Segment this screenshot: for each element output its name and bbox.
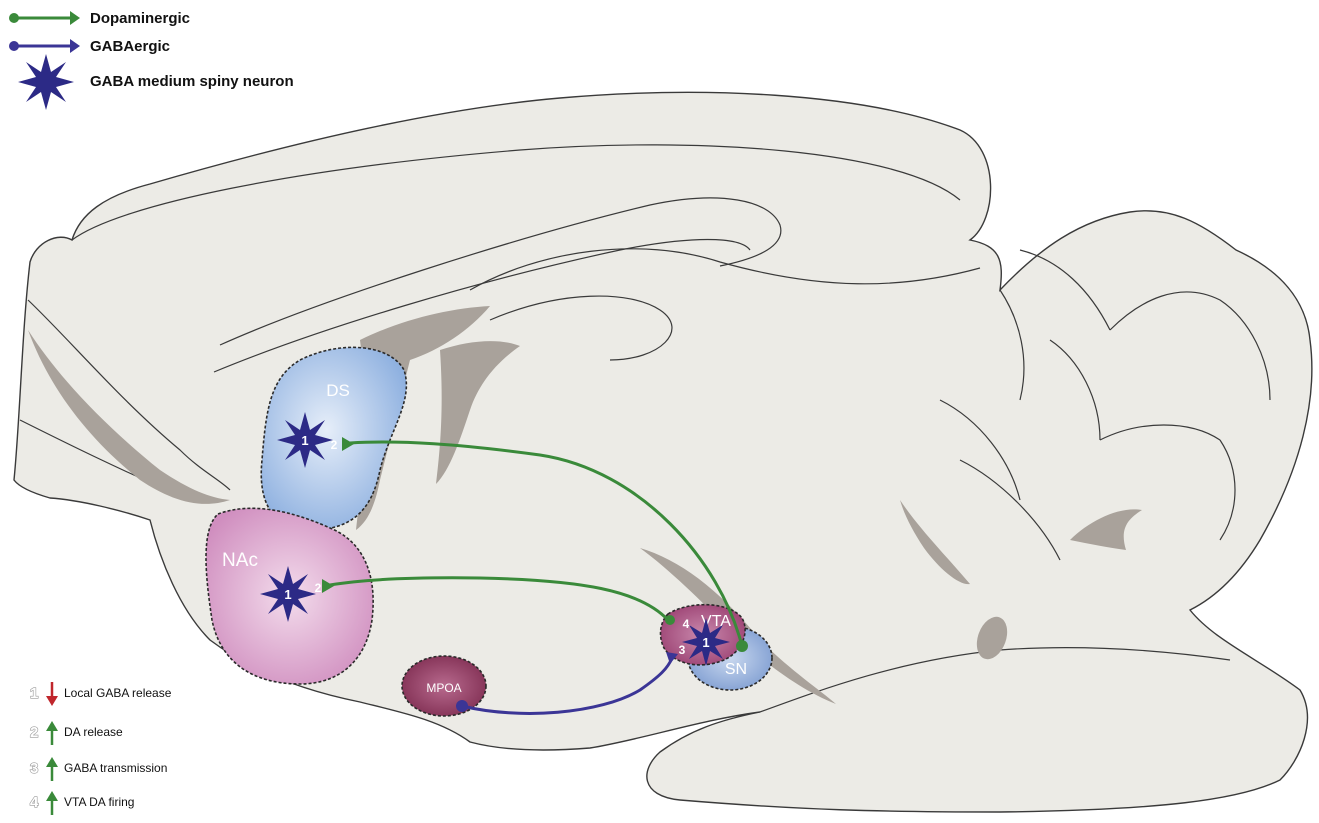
dopaminergic-soma-icon	[9, 13, 19, 23]
ds-site-2: 2	[331, 438, 338, 452]
key-num-4: 4	[30, 794, 39, 811]
legend-msn: GABA medium spiny neuron	[18, 54, 294, 110]
key-num-1: 1	[30, 685, 38, 702]
key-item-2: 2 DA release	[30, 721, 123, 745]
vta-site-1: 1	[702, 635, 709, 650]
nac-label: NAc	[222, 550, 258, 571]
dopaminergic-terminal-icon	[70, 11, 80, 25]
gabaergic-soma-icon	[9, 41, 19, 51]
key-num-3: 3	[30, 760, 38, 777]
key-text-1: Local GABA release	[64, 686, 172, 700]
gabaergic-terminal-icon	[70, 39, 80, 53]
nac-site-2: 2	[315, 581, 322, 595]
legend-dopaminergic-label: Dopaminergic	[90, 10, 190, 27]
nac-site-1: 1	[284, 587, 291, 602]
vta-dopamine-soma	[665, 615, 675, 625]
vta-site-3: 3	[679, 643, 686, 657]
mpoa-label: MPOA	[426, 681, 461, 695]
sn-dopamine-soma	[736, 640, 748, 652]
key-text-2: DA release	[64, 725, 123, 739]
down-arrow-icon	[46, 682, 58, 706]
ds-msn-star: 1	[277, 412, 333, 468]
legend-gabaergic-label: GABAergic	[90, 38, 170, 55]
legend: Dopaminergic GABAergic GABA medium spiny…	[9, 10, 294, 110]
legend-gabaergic: GABAergic	[9, 38, 170, 55]
mpoa-gaba-soma	[456, 700, 468, 712]
key-item-3: 3 GABA transmission	[30, 757, 167, 781]
vta-site-4: 4	[683, 617, 690, 631]
key-num-2: 2	[30, 724, 38, 741]
legend-dopaminergic: Dopaminergic	[9, 10, 190, 27]
brain-silhouette	[14, 92, 1312, 812]
brain-outline	[14, 92, 1312, 812]
nac-msn-star: 1	[260, 566, 316, 622]
ds-label: DS	[326, 381, 350, 400]
up-arrow-icon	[46, 791, 58, 815]
sn-label: SN	[725, 661, 747, 678]
msn-star-icon	[18, 54, 74, 110]
key-item-4: 4 VTA DA firing	[30, 791, 134, 815]
legend-msn-label: GABA medium spiny neuron	[90, 73, 294, 90]
up-arrow-icon	[46, 721, 58, 745]
key-item-1: 1 Local GABA release	[30, 682, 172, 706]
key-text-4: VTA DA firing	[64, 795, 134, 809]
effect-key: 1 Local GABA release 2 DA release 3 GABA…	[30, 682, 172, 815]
up-arrow-icon	[46, 757, 58, 781]
key-text-3: GABA transmission	[64, 761, 167, 775]
ds-site-1: 1	[301, 433, 308, 448]
